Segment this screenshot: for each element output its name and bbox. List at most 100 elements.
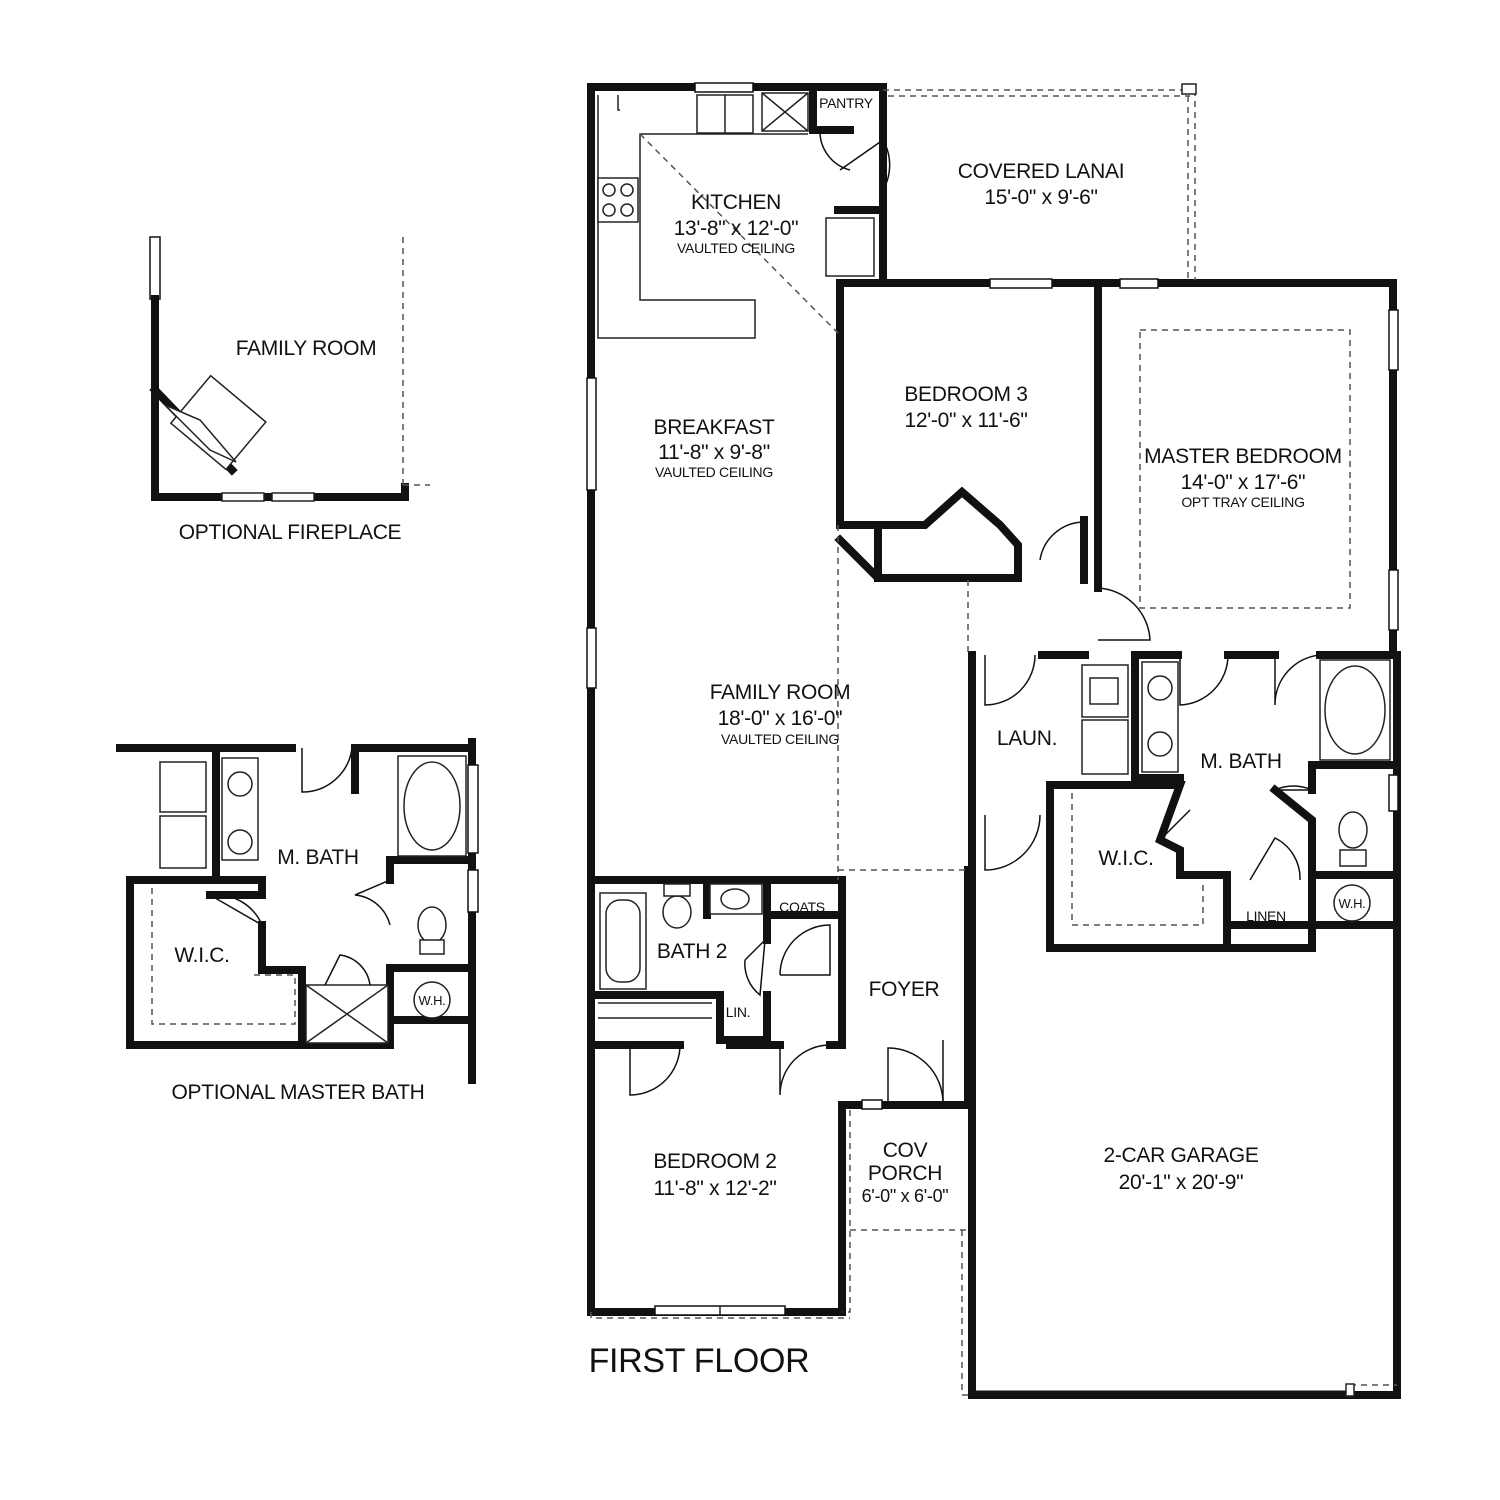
inset-sink bbox=[227, 829, 253, 855]
tub-basin bbox=[1324, 665, 1386, 755]
inset-wh-label: W.H. bbox=[419, 993, 446, 1008]
master-bath-label: M. BATH bbox=[1200, 750, 1282, 773]
inset-washer bbox=[159, 761, 207, 813]
master-bath-door[interactable] bbox=[1179, 654, 1229, 706]
pantry-label: PANTRY bbox=[819, 95, 874, 111]
window bbox=[1388, 774, 1399, 812]
bedroom3-label: BEDROOM 3 bbox=[904, 383, 1027, 406]
fireplace-hearth bbox=[169, 374, 267, 471]
bedroom3-door[interactable] bbox=[1039, 521, 1085, 580]
bath2-label: BATH 2 bbox=[657, 940, 727, 963]
bath2-sink bbox=[720, 888, 750, 910]
cov-porch-label-1: COV bbox=[883, 1139, 928, 1162]
master-bedroom-size: 14'-0" x 17'-6" bbox=[1181, 471, 1306, 494]
windows bbox=[586, 278, 1399, 1316]
master-bedroom-note: OPT TRAY CEILING bbox=[1181, 494, 1304, 510]
doors bbox=[629, 521, 1321, 1103]
pantry-door[interactable] bbox=[839, 138, 891, 191]
kitchen-label: KITCHEN bbox=[691, 191, 781, 214]
breakfast-note: VAULTED CEILING bbox=[655, 464, 773, 480]
family-room-label: FAMILY ROOM bbox=[710, 681, 851, 704]
cov-porch-label-2: PORCH bbox=[868, 1162, 942, 1185]
inset-wic-label: W.I.C. bbox=[174, 944, 229, 967]
inset-toilet-tank bbox=[419, 939, 445, 955]
inset-family-room-label: FAMILY ROOM bbox=[236, 337, 377, 360]
bath2-toilet bbox=[662, 895, 692, 929]
room-labels: PANTRY KITCHEN 13'-8" x 12'-0" VAULTED C… bbox=[589, 95, 1366, 1380]
front-door[interactable] bbox=[887, 1047, 944, 1103]
family-room-note: VAULTED CEILING bbox=[721, 731, 839, 747]
laundry-door[interactable] bbox=[984, 654, 1036, 706]
diagram-title: FIRST FLOOR bbox=[589, 1342, 810, 1380]
window bbox=[586, 377, 597, 491]
sink bbox=[1147, 731, 1173, 757]
optional-master-bath-caption: OPTIONAL MASTER BATH bbox=[171, 1081, 424, 1104]
range bbox=[597, 177, 639, 223]
window bbox=[989, 278, 1053, 289]
optional-fireplace-inset: FAMILY ROOM OPTIONAL FIREPLACE bbox=[149, 236, 430, 544]
inset-door[interactable] bbox=[324, 954, 371, 986]
wic-label: W.I.C. bbox=[1098, 847, 1153, 870]
window bbox=[861, 1099, 883, 1110]
kitchen-size: 13'-8" x 12'-0" bbox=[674, 217, 799, 240]
master-door[interactable] bbox=[1097, 587, 1151, 641]
inset-sink bbox=[227, 771, 253, 797]
inset-cabinet bbox=[271, 492, 315, 502]
wic-door[interactable] bbox=[1159, 809, 1191, 841]
covered-lanai bbox=[883, 83, 1197, 280]
breakfast-label: BREAKFAST bbox=[653, 416, 774, 439]
linen-label: LINEN bbox=[1246, 908, 1286, 924]
water-heater-label: W.H. bbox=[1339, 896, 1366, 911]
master-bath-door[interactable] bbox=[1274, 654, 1321, 706]
toilet-tank bbox=[1339, 849, 1367, 867]
dryer bbox=[1081, 719, 1129, 775]
coats-door[interactable] bbox=[779, 924, 831, 976]
window bbox=[1119, 278, 1159, 289]
kitchen-cabinet bbox=[825, 217, 875, 277]
inset-window bbox=[467, 869, 479, 913]
cov-porch-size: 6'-0" x 6'-0" bbox=[862, 1186, 949, 1206]
garage-door-entry[interactable] bbox=[984, 814, 1041, 871]
bedroom2-label: BEDROOM 2 bbox=[653, 1150, 776, 1173]
water-heater bbox=[1333, 884, 1371, 922]
inset-door[interactable] bbox=[301, 747, 353, 793]
inset-door[interactable] bbox=[354, 879, 391, 926]
inset-tub-basin bbox=[403, 761, 461, 851]
window bbox=[1388, 569, 1399, 631]
fireplace-box bbox=[164, 404, 237, 463]
bedroom2-door[interactable] bbox=[629, 1044, 681, 1096]
optional-fireplace-caption: OPTIONAL FIREPLACE bbox=[179, 521, 402, 544]
master-bedroom-label: MASTER BEDROOM bbox=[1144, 445, 1342, 468]
breakfast-size: 11'-8" x 9'-8" bbox=[658, 441, 770, 464]
inset-window bbox=[467, 764, 479, 854]
garage-label: 2-CAR GARAGE bbox=[1103, 1144, 1258, 1167]
linen-door[interactable] bbox=[1249, 837, 1301, 881]
inset-cabinet bbox=[221, 492, 265, 502]
inset-toilet bbox=[417, 906, 447, 944]
coats-label: COATS bbox=[779, 899, 825, 915]
bedroom2-size: 11'-8" x 12'-2" bbox=[653, 1177, 776, 1200]
inset-door[interactable] bbox=[207, 893, 264, 927]
lanai-label: COVERED LANAI bbox=[958, 160, 1124, 183]
optional-master-bath-inset: M. BATH W.I.C. W.H. OPTIONAL MASTER BATH bbox=[116, 738, 479, 1104]
lin-label: LIN. bbox=[726, 1004, 750, 1020]
bedroom2-closet-door[interactable] bbox=[779, 1044, 831, 1096]
window bbox=[586, 627, 597, 689]
dashed-guides bbox=[590, 329, 1397, 1396]
bath2-door[interactable] bbox=[744, 938, 766, 997]
kitchen-fixtures bbox=[597, 82, 891, 339]
kitchen-note: VAULTED CEILING bbox=[677, 240, 795, 256]
garage-door[interactable] bbox=[972, 1383, 1355, 1397]
tray-ceiling-outline bbox=[1139, 329, 1351, 609]
sink bbox=[1147, 675, 1173, 701]
toilet bbox=[1338, 811, 1368, 849]
bedroom3-size: 12'-0" x 11'-6" bbox=[904, 409, 1027, 432]
pantry-door[interactable] bbox=[819, 129, 851, 171]
inset-master-bath-label: M. BATH bbox=[277, 846, 359, 869]
laundry-label: LAUN. bbox=[997, 727, 1057, 750]
window bbox=[1388, 309, 1399, 371]
toilet-door[interactable] bbox=[1274, 785, 1313, 791]
kitchen-window bbox=[694, 82, 754, 93]
family-room-size: 18'-0" x 16'-0" bbox=[718, 707, 843, 730]
